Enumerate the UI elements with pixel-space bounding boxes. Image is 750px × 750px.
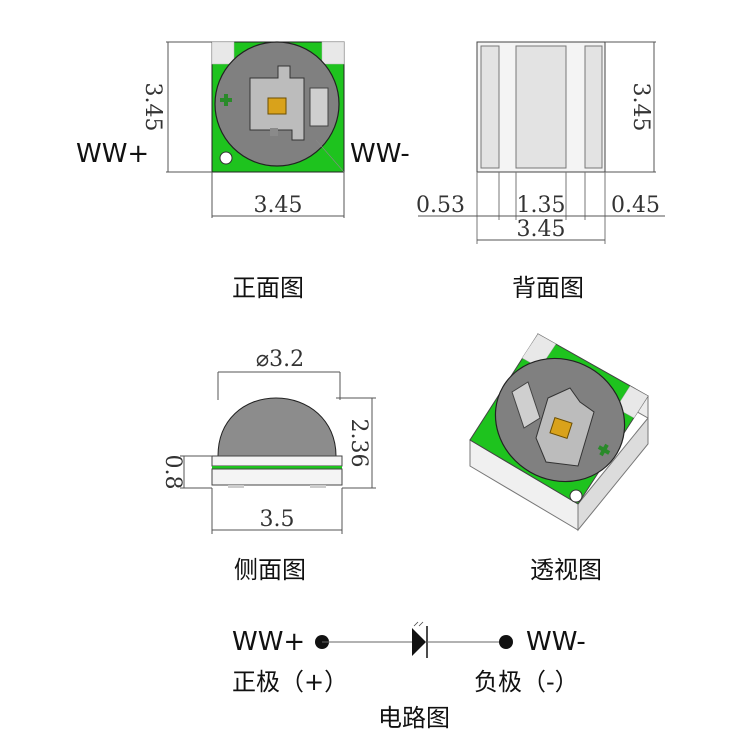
persp-right-side-face [577,416,649,532]
back-pad-left [480,45,500,169]
circuit-cathode-label: WW- [526,627,586,657]
plus-mark-v [224,94,228,106]
side-diameter-dim: ⌀3.2 [256,347,304,372]
persp-polarity-dot [569,489,583,503]
side-dome [217,397,337,457]
circuit-anode-desc: 正极（+） [232,668,348,696]
side-view-caption: 侧面图 [234,556,306,584]
side-width-dim: 3.5 [260,507,295,532]
polarity-dot [219,151,233,165]
cathode-terminal [499,635,513,649]
front-view-caption: 正面图 [232,274,304,302]
diode-emission-ray-1 [413,621,419,627]
back-pad-right [584,45,603,169]
perspective-view-caption: 透视图 [530,556,602,584]
back-dim-left-pad: 0.53 [416,193,465,218]
side-base-top [211,455,343,467]
back-view-caption: 背面图 [512,274,584,302]
front-hatch-line [315,139,345,173]
side-base-dim: 0.8 [160,455,185,490]
side-foot-right [310,485,326,488]
side-height-dim: 2.36 [346,419,371,468]
back-dim-center-pad: 1.35 [517,193,566,218]
side-base-bottom [211,468,343,486]
front-corner-pad-tr [321,41,345,65]
side-view: ⌀3.2 2.36 0.8 3.5 侧面图 [160,347,376,584]
front-corner-pad-tl [211,41,235,65]
front-label-anode: WW+ [76,139,149,169]
persp-corner-pad-right [615,385,649,419]
back-view: 3.45 0.53 1.35 0.45 3.45 背面图 [416,41,665,302]
circuit-anode-label: WW+ [232,627,305,657]
back-width-dim: 3.45 [517,217,566,242]
front-label-cathode: WW- [350,139,410,169]
back-dim-right-pad: 0.45 [611,193,660,218]
back-pad-center [515,45,567,169]
persp-led-chip [549,416,573,440]
persp-plus-v [599,443,609,457]
side-pcb-layer [212,466,342,469]
front-side-pad [309,87,329,127]
circuit-caption: 电路图 [378,704,450,732]
circuit-diagram: WW+ WW- 正极（+） 负极（-） 电路图 [232,621,586,732]
front-bond-dot [270,128,278,136]
diode-emission-ray-2 [418,621,424,627]
perspective-view: 透视图 [469,333,649,584]
front-led-chip [267,97,287,115]
persp-side-pad [511,381,541,429]
front-width-dim: 3.45 [254,193,303,218]
diode-triangle [412,628,426,656]
back-height-dim: 3.45 [628,83,653,132]
front-view: 3.45 3.45 WW+ WW- 正面图 [76,41,410,302]
circuit-cathode-desc: 负极（-） [474,668,579,696]
front-height-dim: 3.45 [140,83,165,132]
side-foot-left [228,485,244,488]
